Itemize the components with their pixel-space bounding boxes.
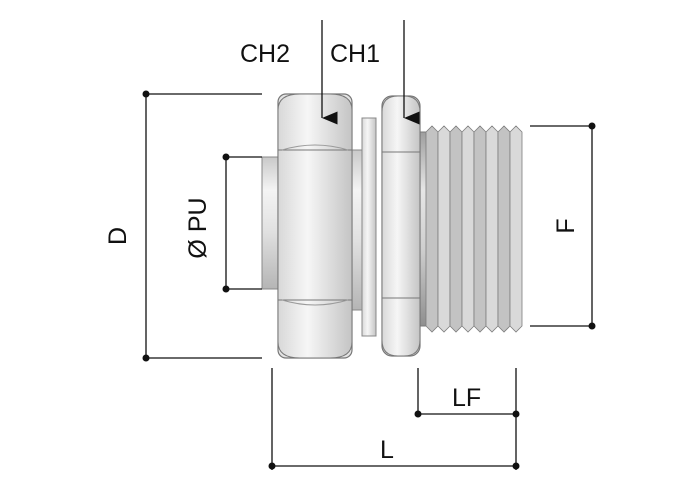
dimension-lines xyxy=(145,20,593,470)
male-thread xyxy=(417,125,523,333)
label-f: F xyxy=(552,218,580,233)
thread-ridge xyxy=(485,125,499,333)
hex-body-ch1 xyxy=(381,95,421,357)
thread-ridge xyxy=(449,125,463,333)
thread-ridge xyxy=(473,125,487,333)
label-d: D xyxy=(104,227,132,245)
dimension-dots xyxy=(142,90,596,470)
label-ch1: CH1 xyxy=(330,40,380,68)
thread-ridge xyxy=(509,125,523,333)
thread-ridge xyxy=(425,125,439,333)
thread-ridge xyxy=(437,125,451,333)
thread-ridge xyxy=(497,125,511,333)
collar xyxy=(361,117,377,337)
label-pu: Ø PU xyxy=(184,197,212,258)
hex-nut-ch2 xyxy=(277,93,353,359)
label-lf: LF xyxy=(452,384,481,412)
label-ch2: CH2 xyxy=(240,40,290,68)
thread-ridges xyxy=(425,125,523,333)
fitting-body xyxy=(261,93,523,359)
thread-ridge xyxy=(461,125,475,333)
label-l: L xyxy=(380,436,394,464)
